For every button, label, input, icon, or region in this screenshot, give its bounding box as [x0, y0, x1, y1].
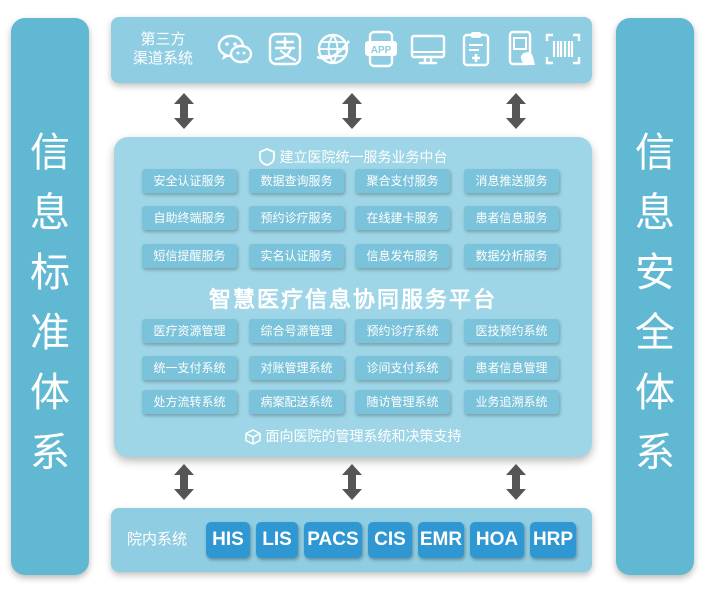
service-box: 患者信息服务	[464, 206, 559, 230]
channels-label-line-2: 渠道系统	[132, 49, 193, 67]
system-box: 医技预约系统	[464, 319, 559, 343]
top-center-double-arrow	[342, 93, 362, 129]
platform-main-title: 智慧医疗信息协同服务平台	[208, 288, 497, 313]
platform-footer-text: 面向医院的管理系统和决策支持	[265, 429, 462, 445]
service-box: 数据分析服务	[464, 244, 559, 268]
info-standard-char: 息	[30, 190, 70, 236]
system-box: 统一支付系统	[142, 356, 237, 380]
channels-label-line-1: 第三方	[140, 30, 186, 48]
top-left-double-arrow	[174, 93, 194, 129]
shield-icon	[258, 148, 275, 166]
hospital-system-badge: PACS	[304, 522, 362, 558]
info-standard-pillar: 信息标准体系	[11, 18, 89, 575]
service-box: 信息发布服务	[355, 244, 450, 268]
info-standard-label: 信息标准体系	[11, 123, 89, 483]
bottom-left-double-arrow	[174, 464, 194, 500]
hospital-system-badge: HIS	[206, 522, 250, 558]
bottom-right-double-arrow	[506, 464, 526, 500]
service-box: 聚合支付服务	[355, 169, 450, 193]
hospital-system-badge: HOA	[470, 522, 524, 558]
clipboard-icon	[462, 32, 490, 67]
system-box: 预约诊疗系统	[355, 319, 450, 343]
info-standard-char: 体	[30, 370, 70, 416]
bottom-center-double-arrow	[342, 464, 362, 500]
platform-footer: 面向医院的管理系统和决策支持	[114, 428, 592, 446]
system-box: 诊间支付系统	[355, 356, 450, 380]
cube-icon	[244, 429, 261, 445]
info-security-label: 信息安全体系	[616, 123, 694, 483]
system-box: 随访管理系统	[355, 390, 450, 414]
service-box: 自助终端服务	[142, 206, 237, 230]
channels-label: 第三方 渠道系统	[123, 30, 203, 68]
svg-text:APP: APP	[371, 45, 392, 56]
system-box: 综合号源管理	[249, 319, 344, 343]
barcode-icon	[545, 33, 581, 65]
service-box: 预约诊疗服务	[249, 206, 344, 230]
info-security-char: 体	[635, 370, 675, 416]
browser-icon	[316, 33, 350, 65]
info-security-char: 信	[635, 130, 675, 176]
info-standard-char: 标	[30, 250, 70, 296]
service-box: 短信提醒服务	[142, 244, 237, 268]
service-box: 安全认证服务	[142, 169, 237, 193]
info-standard-char: 系	[30, 430, 70, 476]
collaboration-platform-panel: 建立医院统一服务业务中台 安全认证服务数据查询服务聚合支付服务消息推送服务自助终…	[114, 137, 592, 457]
alipay-icon	[268, 32, 302, 66]
app-icon: APP	[365, 30, 397, 68]
info-standard-char: 准	[30, 310, 70, 356]
top-right-double-arrow	[506, 93, 526, 129]
hospital-systems-label: 院内系统	[127, 530, 188, 548]
system-box: 业务追溯系统	[464, 390, 559, 414]
hospital-system-badge: LIS	[256, 522, 298, 558]
third-party-channels-bar: 第三方 渠道系统 APP	[111, 17, 592, 83]
wechat-icon	[217, 34, 253, 64]
info-security-char: 系	[635, 430, 675, 476]
system-box: 患者信息管理	[464, 356, 559, 380]
monitor-icon	[410, 34, 446, 65]
info-security-char: 息	[635, 190, 675, 236]
system-box: 对账管理系统	[249, 356, 344, 380]
info-standard-char: 信	[30, 130, 70, 176]
info-security-char: 全	[635, 310, 675, 356]
hospital-system-badge: HRP	[530, 522, 576, 558]
info-security-pillar: 信息安全体系	[616, 18, 694, 575]
info-security-char: 安	[635, 250, 675, 296]
hospital-system-badge: EMR	[418, 522, 464, 558]
mobile-payment-icon	[508, 30, 535, 66]
service-box: 实名认证服务	[249, 244, 344, 268]
platform-header: 建立医院统一服务业务中台	[114, 148, 592, 167]
system-box: 病案配送系统	[249, 390, 344, 414]
system-box: 医疗资源管理	[142, 319, 237, 343]
service-box: 消息推送服务	[464, 169, 559, 193]
hospital-system-badge: CIS	[368, 522, 412, 558]
platform-header-text: 建立医院统一服务业务中台	[279, 150, 448, 166]
system-box: 处方流转系统	[142, 390, 237, 414]
service-box: 在线建卡服务	[355, 206, 450, 230]
service-box: 数据查询服务	[249, 169, 344, 193]
